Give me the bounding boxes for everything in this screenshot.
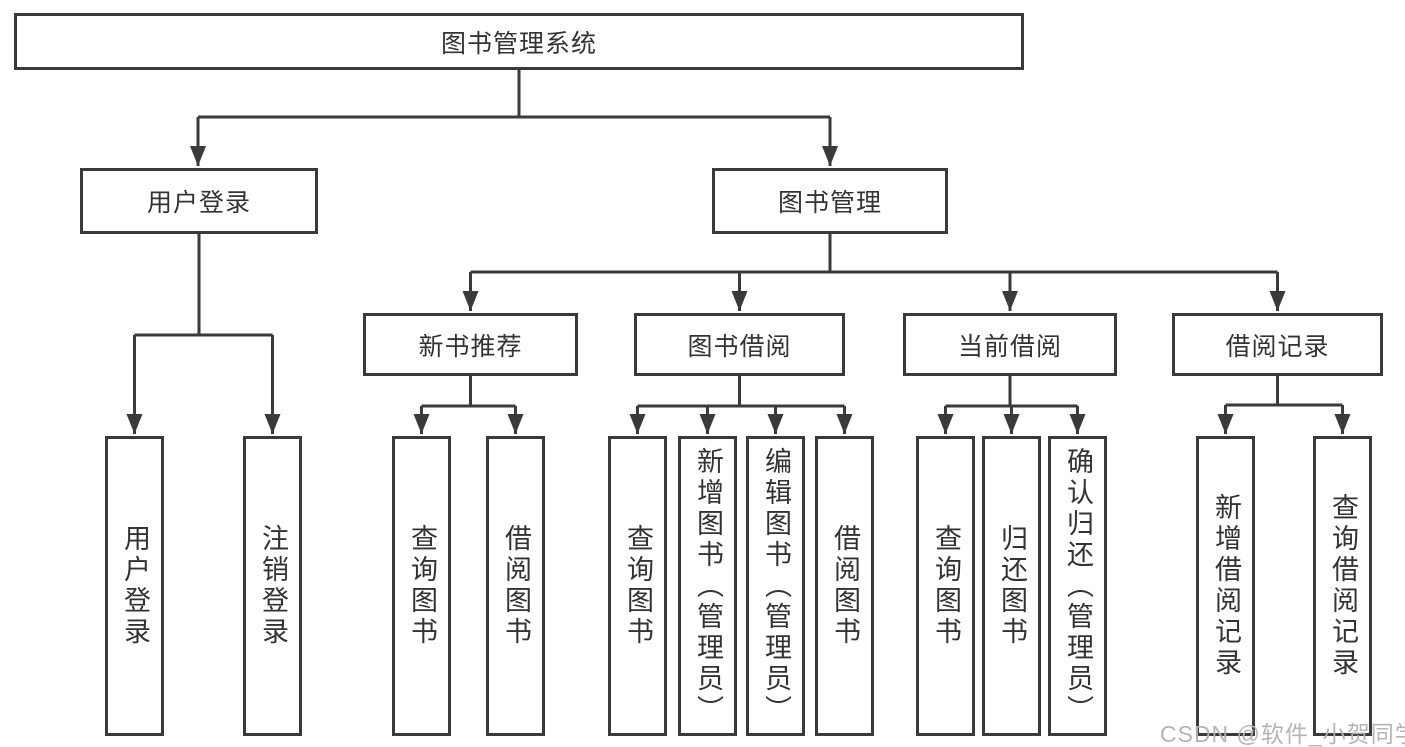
node-book-management: 图书管理 bbox=[712, 168, 948, 234]
node-user-login: 用户登录 bbox=[80, 168, 318, 234]
edges-book-management bbox=[462, 234, 1286, 311]
node-current-borrowing: 当前借阅 bbox=[903, 313, 1117, 376]
watermark: CSDN @软件_小贺同学 bbox=[1160, 721, 1405, 747]
node-new-book-recommendation: 新书推荐 bbox=[363, 313, 578, 376]
leaf-current-query-books: 查询图书 bbox=[916, 436, 975, 736]
leaf-current-confirm-return-admin: 确认归还（管理员） bbox=[1048, 436, 1107, 736]
leaf-newbook-borrow-books: 借阅图书 bbox=[486, 436, 545, 736]
leaf-borrow-edit-books-admin: 编辑图书（管理员） bbox=[746, 436, 805, 736]
leaf-borrow-borrow-books: 借阅图书 bbox=[815, 436, 874, 736]
leaf-borrow-query-books: 查询图书 bbox=[608, 436, 667, 736]
edges-new-book bbox=[413, 376, 524, 434]
edges-book-borrowing bbox=[629, 376, 853, 434]
leaf-current-return-books: 归还图书 bbox=[982, 436, 1041, 736]
leaf-records-add-record: 新增借阅记录 bbox=[1196, 436, 1255, 736]
node-root: 图书管理系统 bbox=[14, 13, 1024, 70]
leaf-user-login: 用户登录 bbox=[105, 436, 164, 736]
edges-root bbox=[190, 70, 838, 166]
leaf-records-query-record: 查询借阅记录 bbox=[1313, 436, 1372, 736]
node-book-borrowing: 图书借阅 bbox=[634, 313, 845, 376]
leaf-logout: 注销登录 bbox=[243, 436, 302, 736]
edges-current-borrowing bbox=[937, 376, 1086, 434]
leaf-borrow-add-books-admin: 新增图书（管理员） bbox=[678, 436, 737, 736]
node-borrowing-records: 借阅记录 bbox=[1172, 313, 1383, 376]
edges-user-login bbox=[126, 234, 281, 434]
leaf-newbook-query-books: 查询图书 bbox=[392, 436, 451, 736]
edges-borrowing-records bbox=[1217, 376, 1351, 434]
